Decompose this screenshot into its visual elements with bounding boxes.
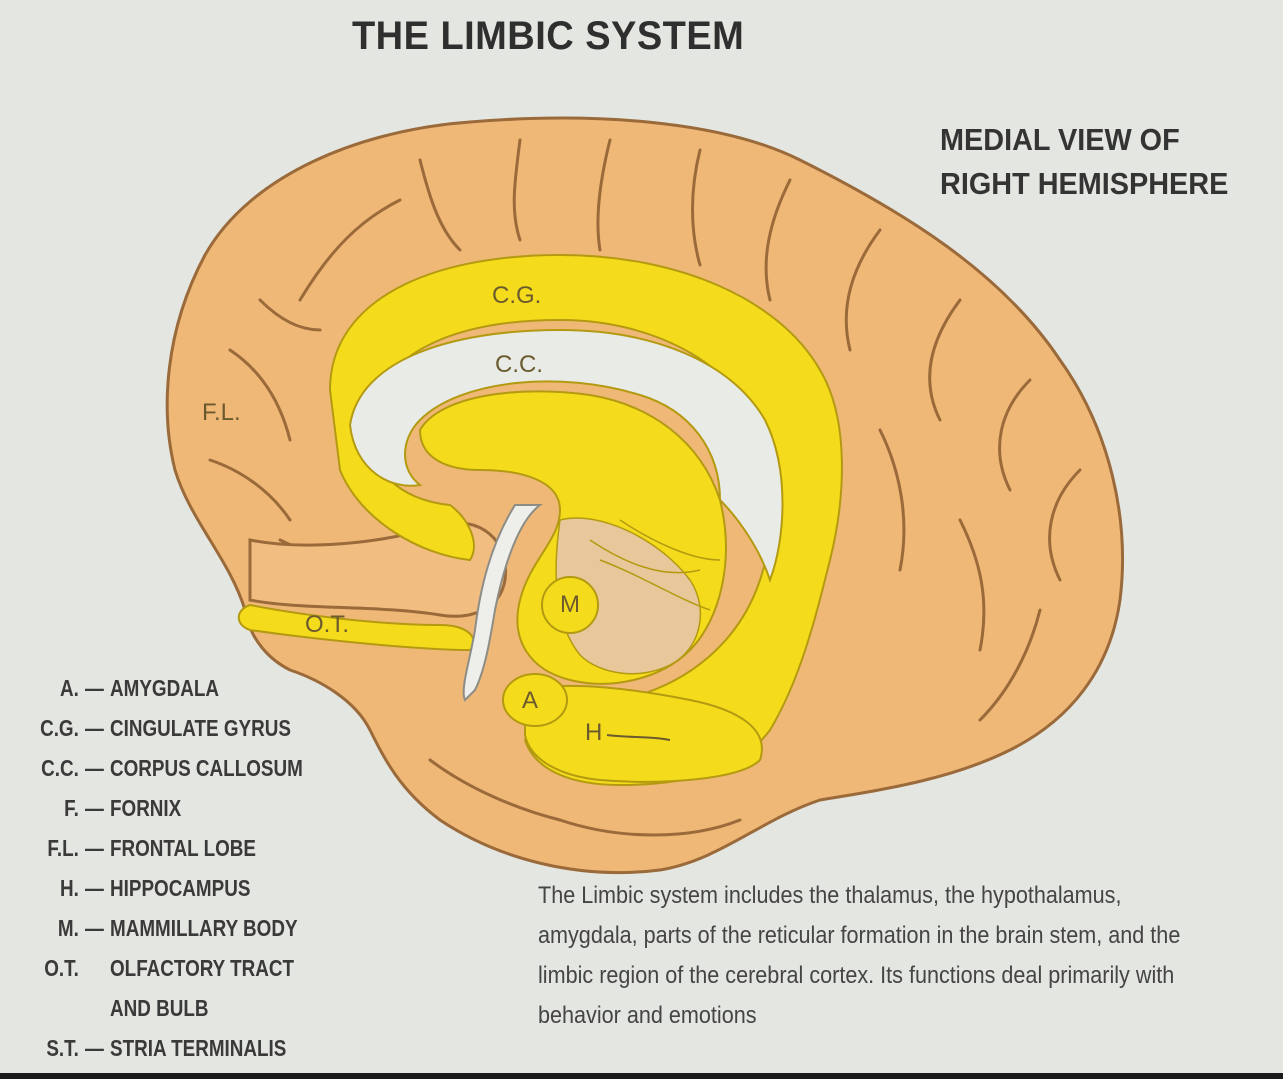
legend-item: C.G. — CINGULATE GYRUS [28,708,303,748]
bottom-border [0,1073,1283,1079]
legend: A. — AMYGDALA C.G. — CINGULATE GYRUS C.C… [28,668,303,1068]
label-h: H [585,719,602,746]
legend-item: C.C. — CORPUS CALLOSUM [28,748,303,788]
label-ot: O.T. [305,611,349,638]
legend-item: F. — FORNIX [28,788,303,828]
description-text: The Limbic system includes the thalamus,… [538,876,1222,1036]
legend-item: H. — HIPPOCAMPUS [28,868,303,908]
legend-item: A. — AMYGDALA [28,668,303,708]
legend-item: S.T. — STRIA TERMINALIS [28,1028,303,1068]
legend-item: M. — MAMMILLARY BODY [28,908,303,948]
label-fl: F.L. [202,399,241,426]
label-cg: C.G. [492,282,541,309]
label-cc: C.C. [495,351,543,378]
label-a: A [522,687,538,714]
legend-item: O.T. OLFACTORY TRACT AND BULB [28,948,303,1028]
legend-item: F.L. — FRONTAL LOBE [28,828,303,868]
label-m: M [560,591,580,618]
